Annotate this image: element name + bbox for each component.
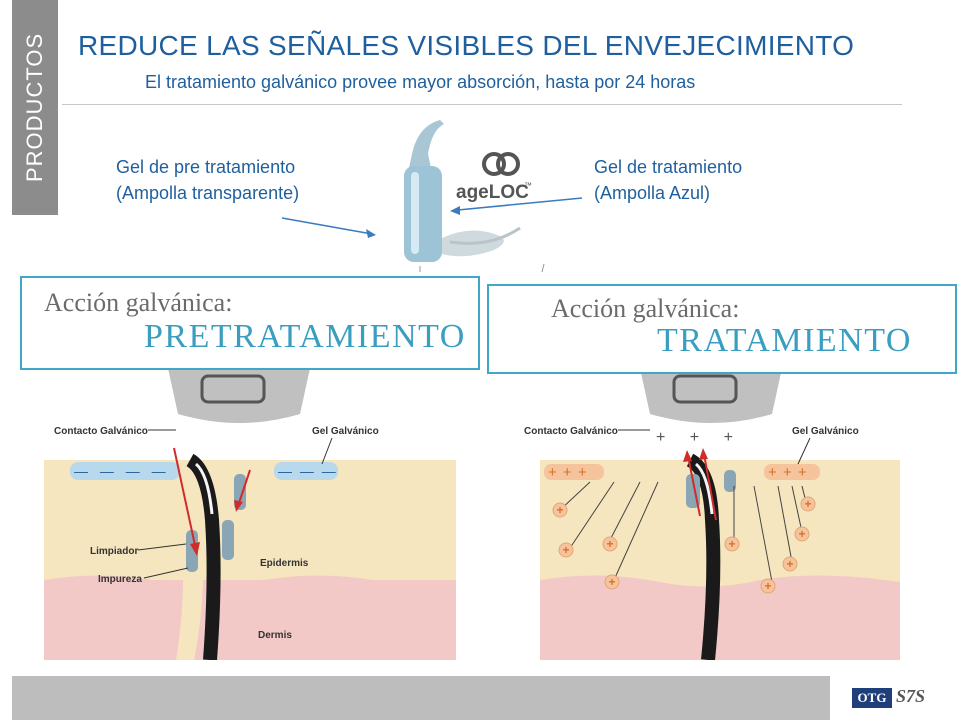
pre-treatment-label-line2: (Ampolla transparente) <box>116 183 300 203</box>
gel-label-right: Gel Galvánico <box>792 426 859 437</box>
svg-text:+: + <box>606 537 613 551</box>
pretreatment-subheading: PRETRATAMIENTO <box>144 318 466 355</box>
dermis-label: Dermis <box>258 630 292 641</box>
treatment-panel: Acción galvánica: TRATAMIENTO <box>487 284 957 374</box>
treatment-subheading: TRATAMIENTO <box>657 322 912 359</box>
cleanser-label: Limpiador <box>90 546 138 557</box>
ampoule-icon <box>404 120 521 262</box>
epidermis-label: Epidermis <box>260 558 309 569</box>
svg-text:+ + +: + + + <box>768 464 808 481</box>
page-subtitle: El tratamiento galvánico provee mayor ab… <box>145 72 696 92</box>
side-tab-label: PRODUCTOS <box>22 32 47 183</box>
otg-logo: OTG <box>852 688 892 708</box>
treatment-label: Gel de tratamiento (Ampolla Azul) <box>594 154 742 206</box>
gel-label-left: Gel Galvánico <box>312 426 379 437</box>
ageloc-logo-icon <box>482 152 520 176</box>
svg-text:+: + <box>562 543 569 557</box>
svg-text:+: + <box>608 575 615 589</box>
contact-label-left: Contacto Galvánico <box>54 426 148 437</box>
svg-text:+ + +: + + + <box>656 429 743 446</box>
svg-text:— — — —: — — — — <box>74 463 170 479</box>
treatment-arrow <box>450 197 583 215</box>
ageloc-logo: ageLOC <box>456 182 529 203</box>
pre-treatment-label-line1: Gel de pre tratamiento <box>116 157 296 177</box>
treatment-diagram: + + + + + + + + + + + + + + + + + + Contacto G… <box>524 330 900 660</box>
treatment-heading: Acción galvánica: <box>551 294 740 323</box>
ageloc-tm: ™ <box>524 181 532 190</box>
svg-text:+: + <box>764 579 771 593</box>
page-title: REDUCE LAS SEÑALES VISIBLES DEL ENVEJECI… <box>78 30 855 61</box>
svg-text:+: + <box>786 557 793 571</box>
contact-label-right: Contacto Galvánico <box>524 426 618 437</box>
pretreatment-diagram: — — — — — — — Contacto Galvánico Gel Gal… <box>44 330 456 660</box>
impurity-label: Impureza <box>98 574 142 585</box>
svg-text:+: + <box>556 503 563 517</box>
svg-text:— — —: — — — <box>278 463 338 479</box>
treatment-label-line2: (Ampolla Azul) <box>594 183 711 203</box>
pre-treatment-label: Gel de pre tratamiento (Ampolla transpar… <box>116 154 299 206</box>
svg-text:+: + <box>728 537 735 551</box>
svg-text:+ + +: + + + <box>548 464 588 481</box>
pretreatment-heading: Acción galvánica: <box>44 288 233 317</box>
s7s-logo: S7S <box>896 686 926 706</box>
pre-arrow <box>281 217 376 238</box>
pretreatment-panel: Acción galvánica: PRETRATAMIENTO <box>20 276 480 370</box>
ampoule-illustration: ageLOC ™ <box>281 120 583 273</box>
svg-text:+: + <box>804 497 811 511</box>
header-divider <box>62 104 902 105</box>
svg-text:+: + <box>798 527 805 541</box>
side-tab: PRODUCTOS <box>12 0 58 215</box>
footer-bar <box>12 676 830 720</box>
treatment-label-line1: Gel de tratamiento <box>594 157 743 177</box>
